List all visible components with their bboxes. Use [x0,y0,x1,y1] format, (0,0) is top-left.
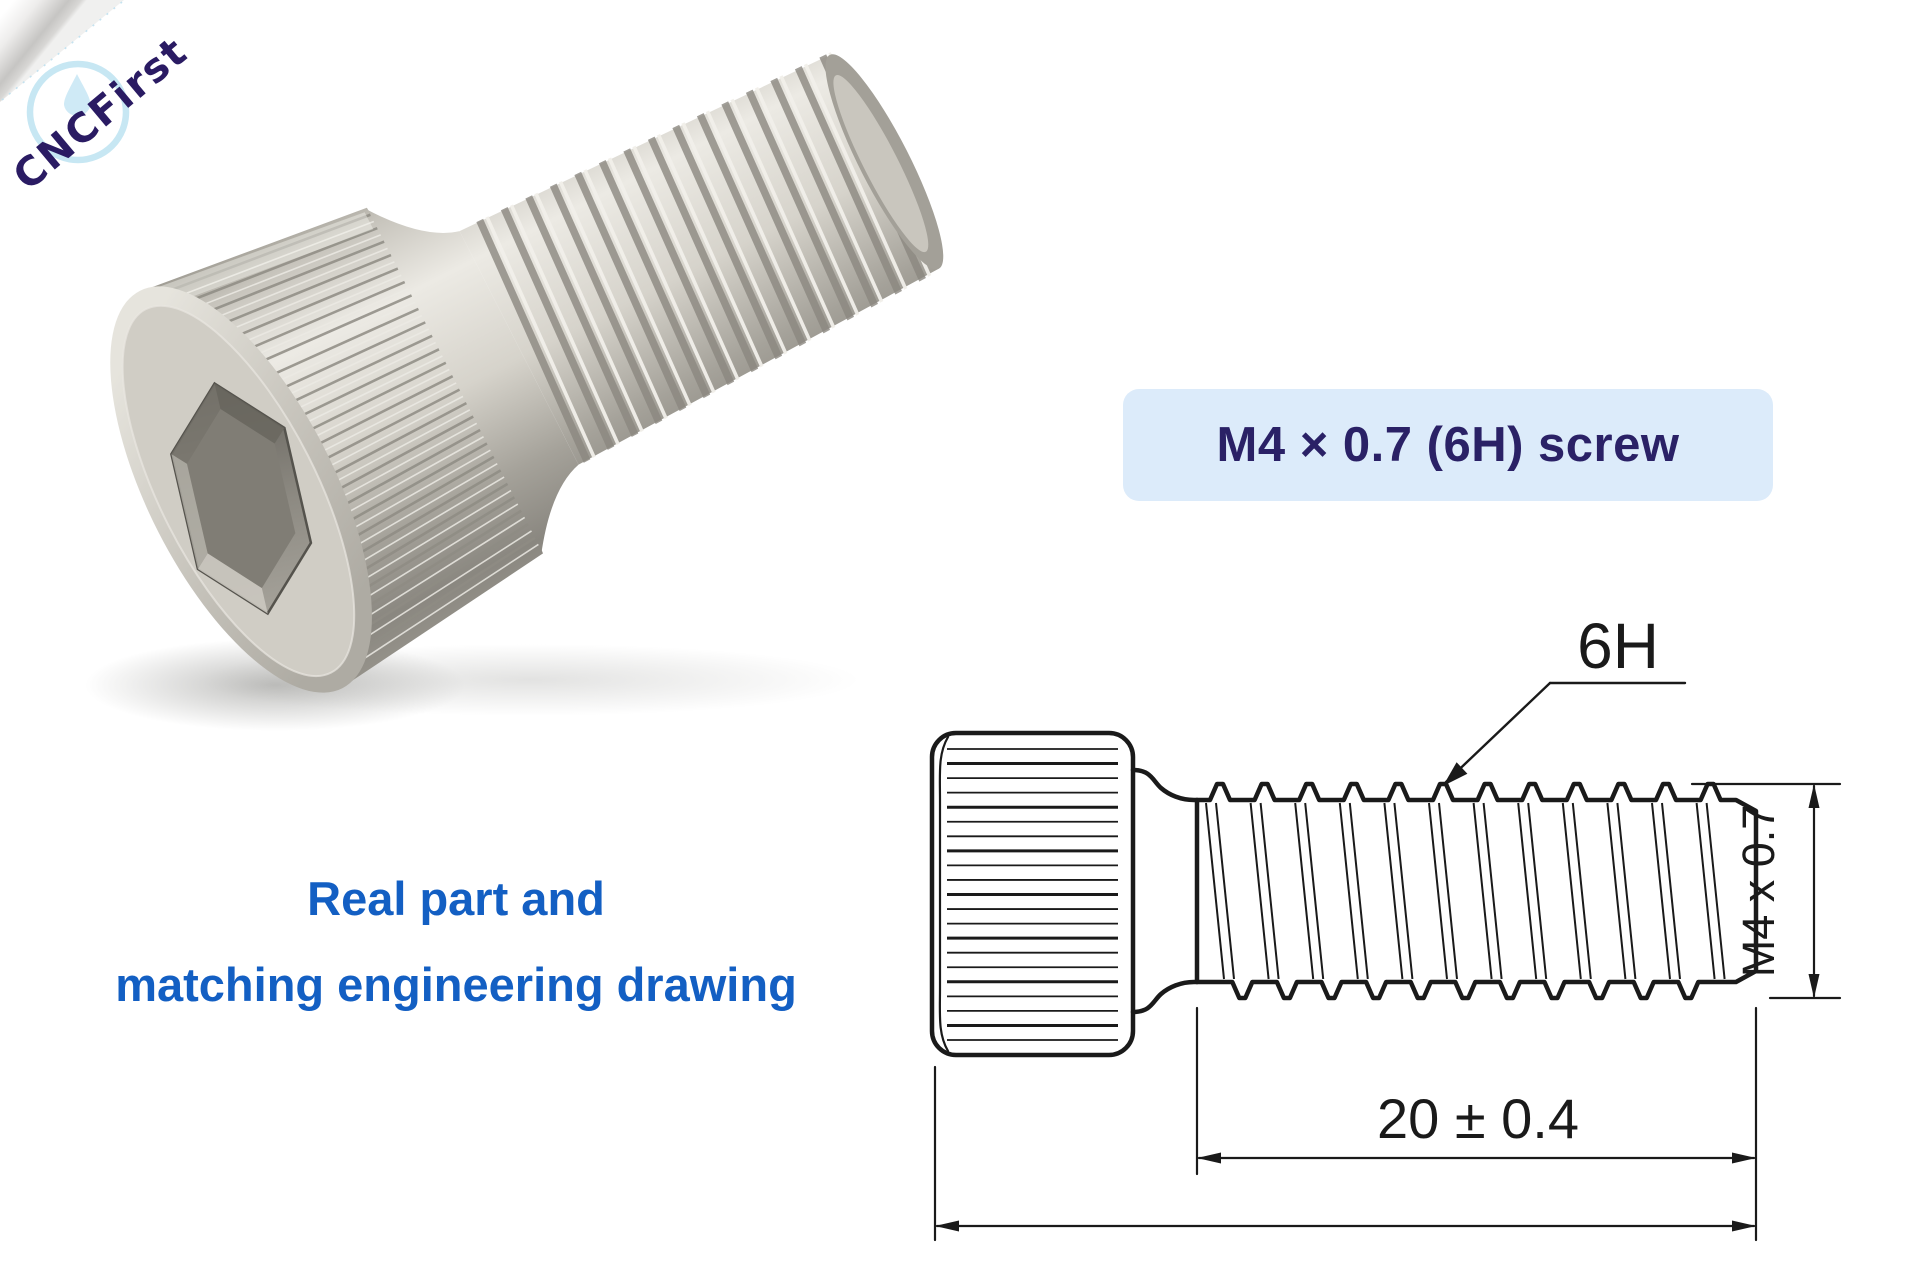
part-label-text: M4 × 0.7 (6H) screw [1216,418,1680,472]
drawing-neck-bottom [1130,979,1200,1015]
thread-class-callout: 6H [1577,610,1659,682]
part-label: M4 × 0.7 (6H) screw [1123,389,1773,501]
leader-arrowhead [1443,762,1468,786]
hex-wall-upperleft [171,383,221,464]
caption-line2: matching engineering drawing [115,958,797,1011]
head-face-rim [121,304,356,678]
screw-tip-chamfer [833,75,929,253]
arrow-right-overall [1732,1220,1756,1232]
caption: Real part and matching engineering drawi… [88,856,824,1028]
drawing-thread-profile [1194,781,1759,1001]
drawing-neck-top [1130,767,1200,803]
drawing-knurl-lines [947,748,1118,1041]
head-top-highlight [150,212,374,309]
brand-logo: CNCFirst [0,0,197,200]
drawing-head-silhouette [938,735,950,1053]
hex-wall-dark [214,383,285,444]
drawing-thread-flanks [1205,802,1726,980]
arrow-up [1808,784,1820,808]
hex-socket-floor [186,408,296,589]
logo-droplet-icon [64,74,91,116]
hex-wall-left [171,454,208,570]
screw-body [110,43,944,693]
thread-spec-dim: M4 x 0.7 [1733,805,1784,978]
arrow-down [1808,974,1820,998]
head-knurl-band [142,207,544,687]
caption-line1: Real part and [307,872,605,925]
thread-ridges [474,43,937,466]
length-dim: 20 ± 0.4 [1377,1087,1579,1150]
hex-socket [170,381,313,616]
logo-circle [26,60,130,164]
arrow-left-overall [935,1220,959,1232]
screw-photo [85,43,944,731]
leader-line [1444,681,1552,784]
hex-wall-bright [197,553,268,614]
engineering-drawing: 6H M4 x 0.7 20 ± 0.4 [929,610,1842,1242]
arrow-right-20 [1732,1152,1756,1164]
arrow-left-20 [1197,1152,1221,1164]
